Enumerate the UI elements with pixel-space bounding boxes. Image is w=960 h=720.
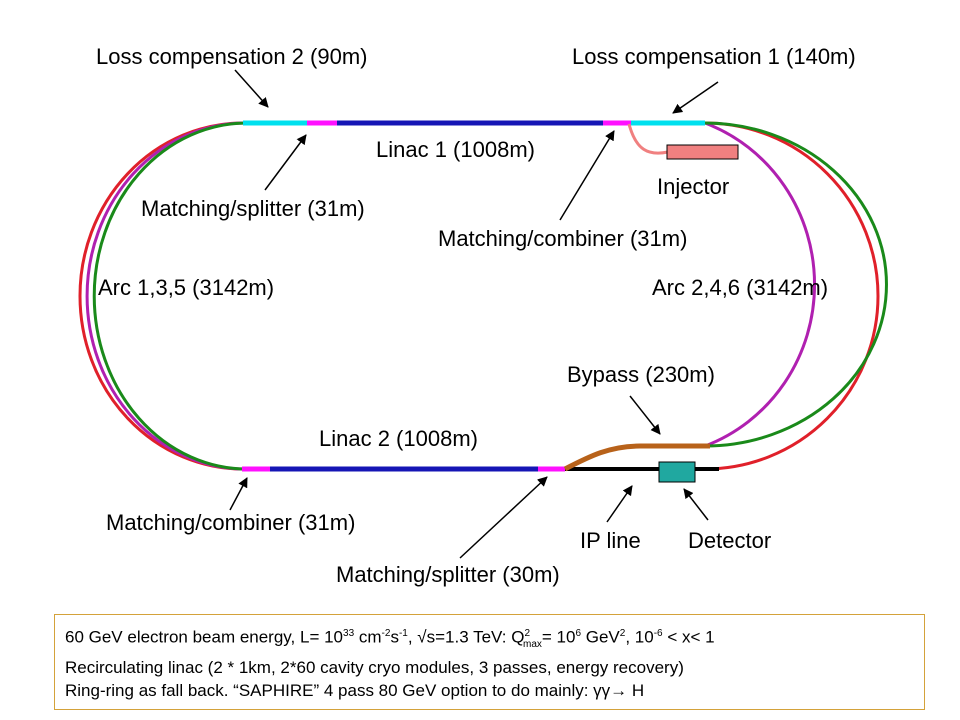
arrow-loss-compensation-2 xyxy=(234,69,269,108)
caption-text: cm xyxy=(354,627,382,647)
arc-left-middle xyxy=(85,121,246,471)
bypass-line xyxy=(563,443,710,472)
caption-text: < x< 1 xyxy=(662,627,715,647)
label-bypass: Bypass (230m) xyxy=(567,362,715,387)
caption-text: = 10 xyxy=(541,627,576,647)
arrow-loss-compensation-1 xyxy=(672,81,719,114)
caption-line-1: 60 GeV electron beam energy, L= 1033 cm-… xyxy=(65,622,924,656)
caption-text: s xyxy=(390,627,399,647)
caption-sup: 2 xyxy=(619,628,626,639)
label-matching-combiner-top: Matching/combiner (31m) xyxy=(438,226,687,251)
caption-sup: -2 xyxy=(381,628,391,639)
arrow-matching-combiner-top xyxy=(559,130,615,221)
caption-text: , 10 xyxy=(625,627,654,647)
arc-left-outer xyxy=(78,121,244,471)
injector-line xyxy=(627,123,669,155)
arrow-matching-combiner-bottom xyxy=(229,477,248,511)
arrow-bypass xyxy=(629,395,661,435)
label-linac-1: Linac 1 (1008m) xyxy=(376,137,535,162)
label-arc-1-3-5: Arc 1,3,5 (3142m) xyxy=(98,275,274,300)
caption-sup: 33 xyxy=(343,628,355,639)
caption-box: 60 GeV electron beam energy, L= 1033 cm-… xyxy=(54,614,925,710)
arrow-detector xyxy=(683,488,709,521)
arc-right-outer xyxy=(704,121,880,471)
arc-left-inner xyxy=(92,121,248,471)
caption-sup: -6 xyxy=(653,628,663,639)
label-injector: Injector xyxy=(657,174,729,199)
label-loss-compensation-1: Loss compensation 1 (140m) xyxy=(572,44,856,69)
label-matching-combiner-bottom: Matching/combiner (31m) xyxy=(106,510,355,535)
arrow-ip-line xyxy=(606,485,633,523)
arc-right-inner xyxy=(704,121,888,448)
detector-box xyxy=(658,461,696,483)
caption-text: GeV xyxy=(581,627,620,647)
caption-sub: max xyxy=(523,639,542,651)
caption-sup: 2 xyxy=(524,628,530,639)
caption-sup: -1 xyxy=(398,628,408,639)
arc-right-middle xyxy=(704,121,816,448)
caption-line-2: Recirculating linac (2 * 1km, 2*60 cavit… xyxy=(65,658,684,678)
label-linac-2: Linac 2 (1008m) xyxy=(319,426,478,451)
label-arc-2-4-6: Arc 2,4,6 (3142m) xyxy=(652,275,828,300)
label-detector: Detector xyxy=(688,528,771,553)
caption-text: , √s=1.3 TeV: Q xyxy=(407,627,525,647)
caption-text: 60 GeV electron beam energy, L= 10 xyxy=(65,627,344,647)
arrow-matching-splitter-top xyxy=(264,134,307,191)
label-matching-splitter-top: Matching/splitter (31m) xyxy=(141,196,365,221)
label-matching-splitter-bottom: Matching/splitter (30m) xyxy=(336,562,560,587)
label-loss-compensation-2: Loss compensation 2 (90m) xyxy=(96,44,367,69)
caption-sup: 6 xyxy=(575,628,582,639)
arrow-matching-splitter-bottom xyxy=(459,476,548,559)
caption-line-3: Ring-ring as fall back. “SAPHIRE” 4 pass… xyxy=(65,681,645,701)
label-ip-line: IP line xyxy=(580,528,641,553)
injector-box xyxy=(666,144,739,160)
